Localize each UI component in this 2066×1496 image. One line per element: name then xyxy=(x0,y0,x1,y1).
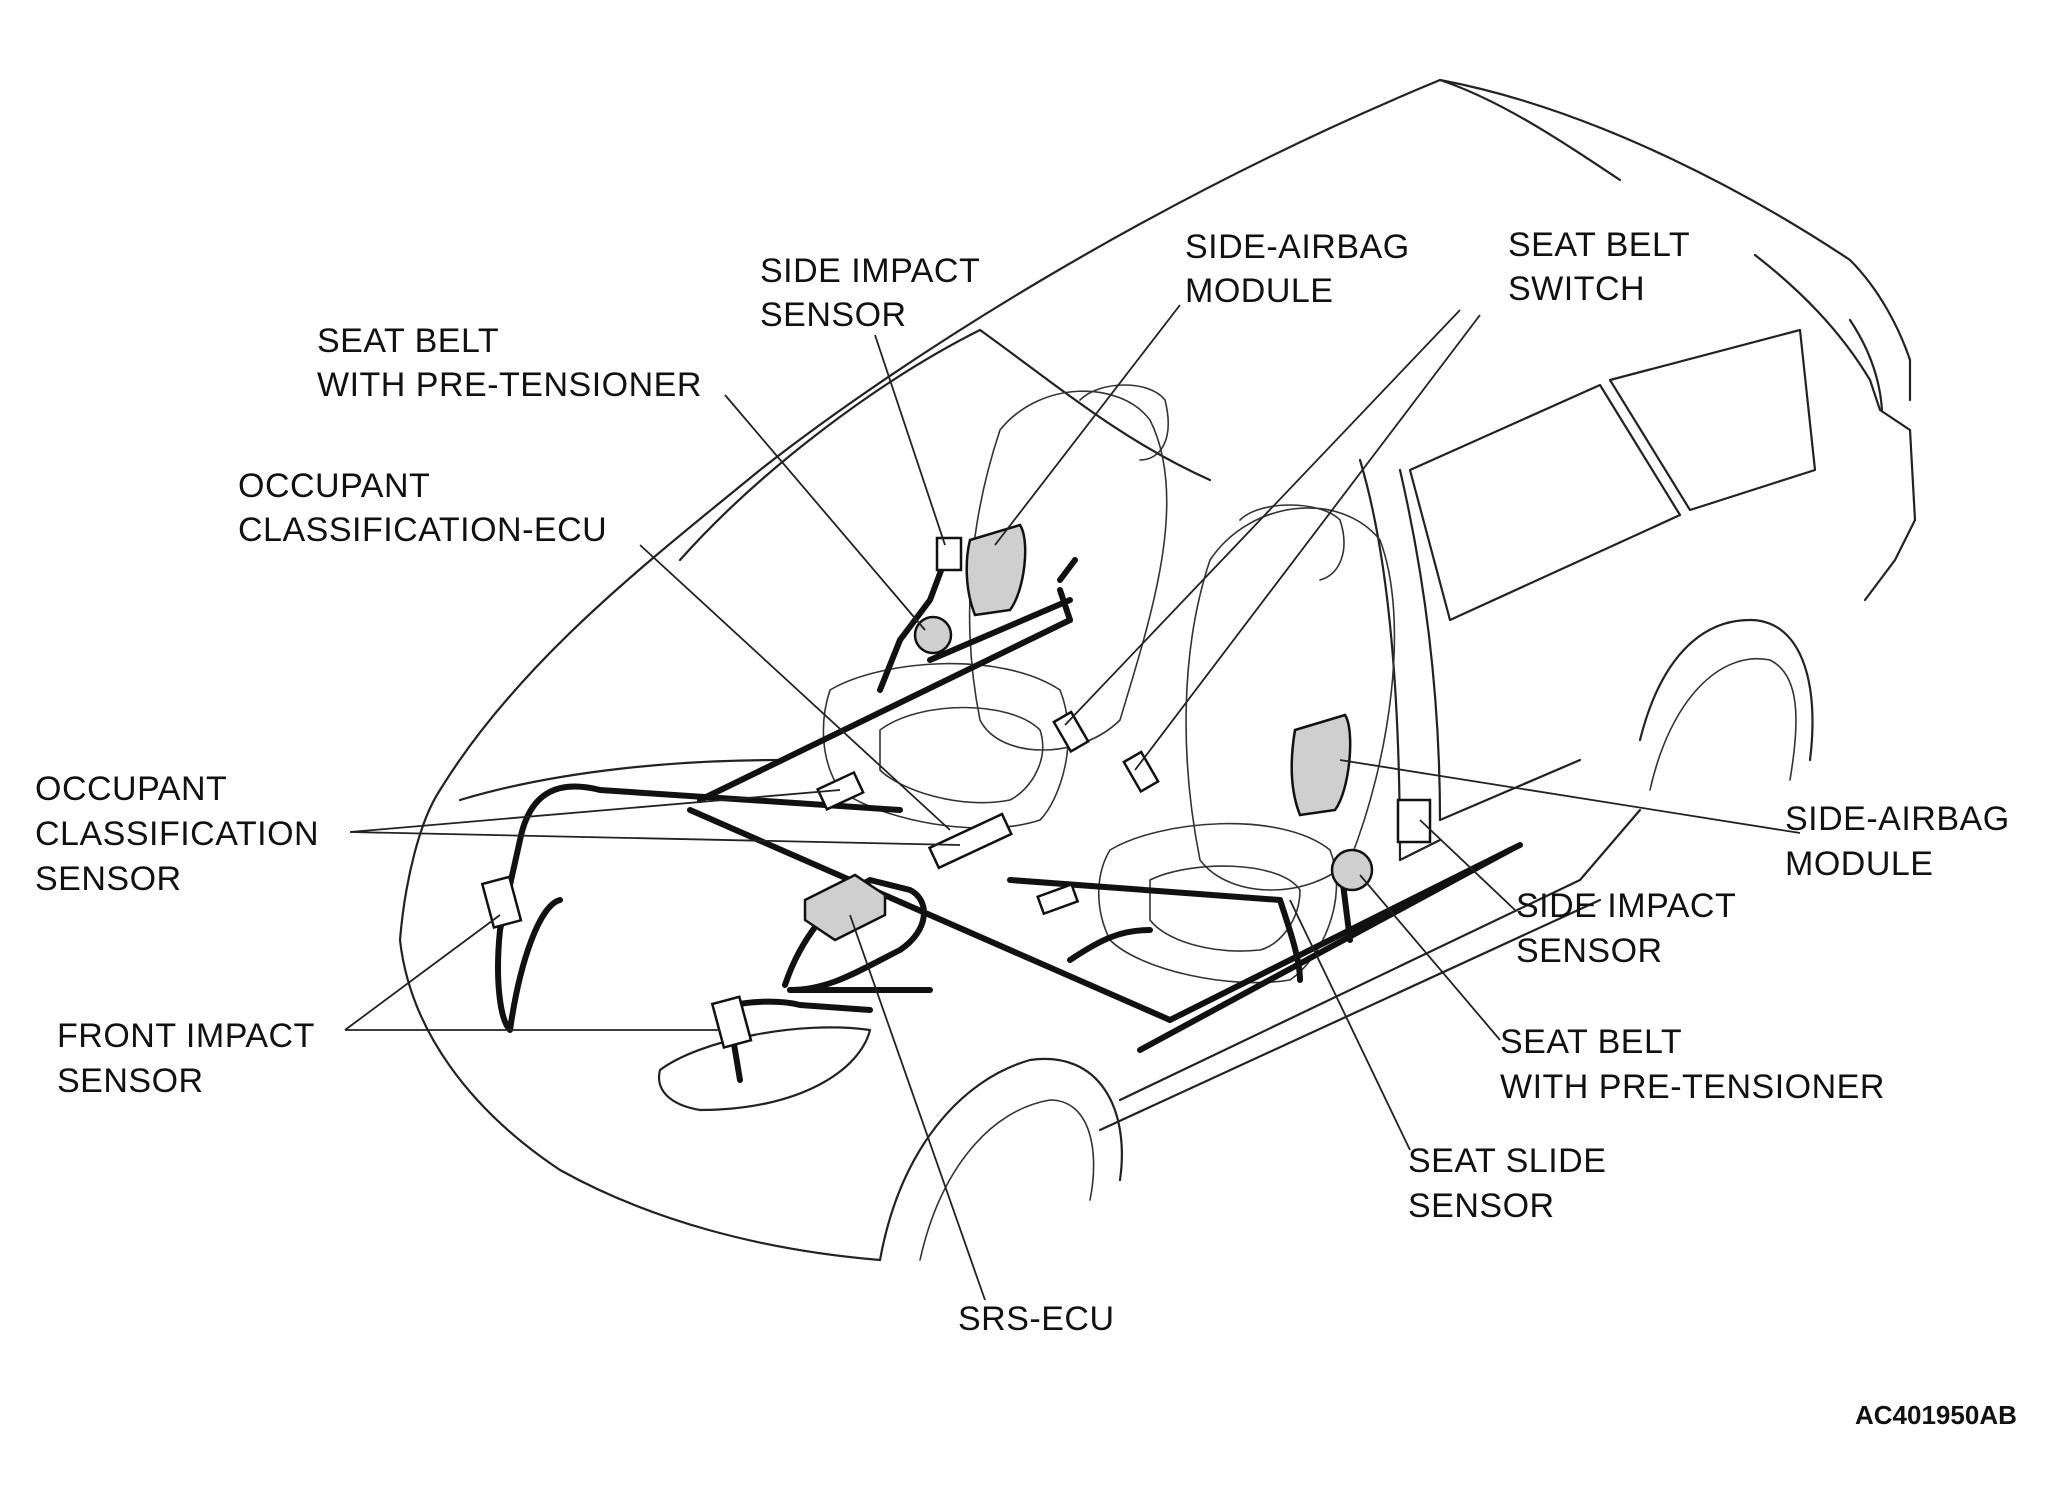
side-impact-sensor-near xyxy=(1396,798,1432,844)
label-occupant-classification-ecu-1: OCCUPANT xyxy=(238,467,430,505)
label-seat-belt-pretensioner-right-1: SEAT BELT xyxy=(1500,1023,1682,1061)
leader-lines xyxy=(344,304,1801,1301)
side-airbag-module-near xyxy=(1290,713,1352,817)
label-seat-slide-sensor-1: SEAT SLIDE xyxy=(1408,1142,1606,1180)
wiring-harness xyxy=(495,557,1523,1083)
label-seat-belt-pretensioner-right-2: WITH PRE-TENSIONER xyxy=(1500,1068,1885,1106)
label-srs-ecu: SRS-ECU xyxy=(958,1300,1115,1338)
label-side-impact-sensor-left-1: SIDE IMPACT xyxy=(760,252,980,290)
label-seat-belt-pretensioner-left-1: SEAT BELT xyxy=(317,322,499,360)
pretensioner-far xyxy=(913,615,953,655)
seat-belt-switch-near xyxy=(1122,750,1160,794)
label-seat-belt-pretensioner-left-2: WITH PRE-TENSIONER xyxy=(317,366,702,404)
occupant-classification-sensor-2 xyxy=(927,812,1013,870)
occupant-classification-sensor-1 xyxy=(815,770,865,811)
label-seat-belt-switch-1: SEAT BELT xyxy=(1508,226,1690,264)
label-side-impact-sensor-right-1: SIDE IMPACT xyxy=(1516,887,1736,925)
seats xyxy=(822,384,1396,984)
side-impact-sensor-far xyxy=(935,536,963,572)
seat-belt-switch-far xyxy=(1052,710,1090,754)
srs-ecu-unit xyxy=(803,873,887,942)
label-seat-slide-sensor-2: SENSOR xyxy=(1408,1187,1555,1225)
components xyxy=(480,523,1432,1050)
label-front-impact-sensor-1: FRONT IMPACT xyxy=(57,1017,315,1055)
label-side-airbag-module-right-1: SIDE-AIRBAG xyxy=(1785,800,2010,838)
label-occupant-classification-ecu-2: CLASSIFICATION-ECU xyxy=(238,511,607,549)
front-impact-sensor-left xyxy=(480,875,523,930)
label-side-airbag-module-right-2: MODULE xyxy=(1785,845,1933,883)
label-occupant-classification-sensor-1: OCCUPANT xyxy=(35,770,227,808)
label-side-airbag-module-top-1: SIDE-AIRBAG xyxy=(1185,228,1410,266)
label-side-impact-sensor-right-2: SENSOR xyxy=(1516,932,1663,970)
figure-code: AC401950AB xyxy=(1855,1400,2017,1430)
pretensioner-near xyxy=(1330,848,1374,892)
side-airbag-module-far xyxy=(965,523,1027,617)
front-impact-sensor-right xyxy=(710,995,753,1050)
label-side-impact-sensor-left-2: SENSOR xyxy=(760,296,907,334)
label-front-impact-sensor-2: SENSOR xyxy=(57,1062,204,1100)
seat-slide-sensor-unit xyxy=(1036,882,1080,916)
vehicle-outline xyxy=(398,78,1917,1262)
label-occupant-classification-sensor-3: SENSOR xyxy=(35,860,182,898)
label-occupant-classification-sensor-2: CLASSIFICATION xyxy=(35,815,319,853)
label-seat-belt-switch-2: SWITCH xyxy=(1508,270,1645,308)
label-side-airbag-module-top-2: MODULE xyxy=(1185,272,1333,310)
callout-labels: SIDE IMPACT SENSOR SIDE-AIRBAG MODULE SE… xyxy=(35,226,2010,1338)
